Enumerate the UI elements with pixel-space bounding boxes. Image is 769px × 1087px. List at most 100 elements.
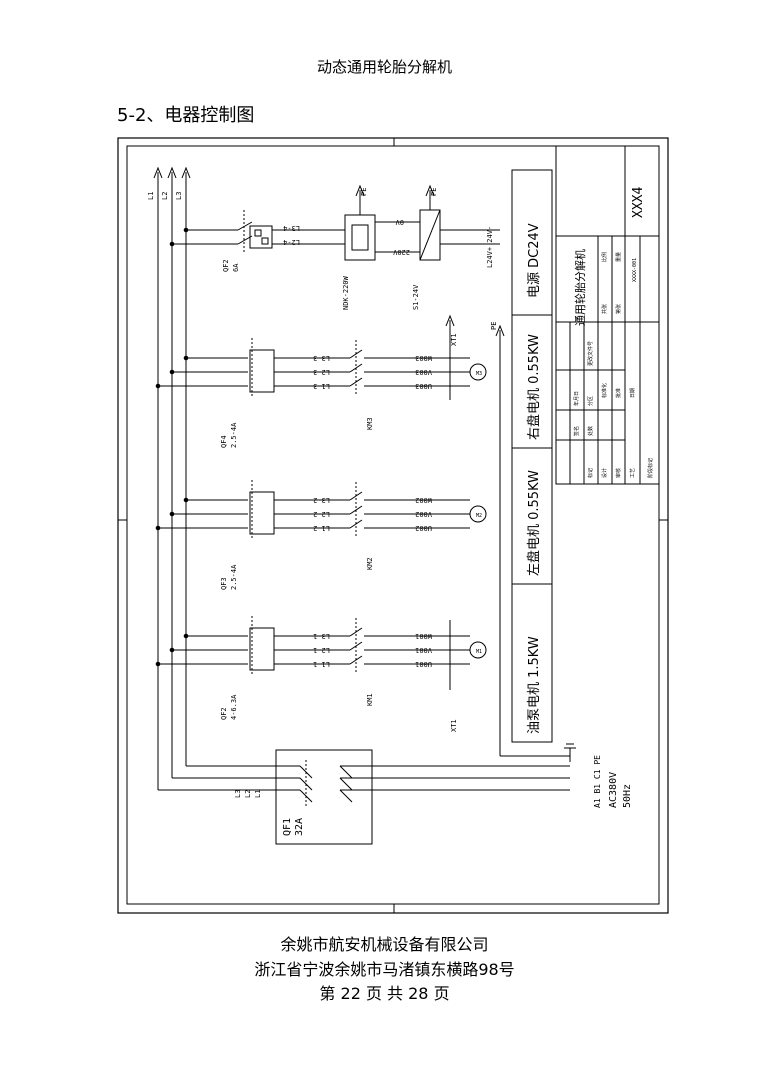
tb-label-7: 比例: [601, 252, 608, 262]
terminal-block-top: XT1: [450, 333, 458, 346]
label-box-power: 电源 DC24V: [527, 223, 542, 298]
inner-frame: [126, 145, 660, 905]
motor-breaker-m2: QF3: [220, 577, 228, 590]
transformer-earth: PE: [360, 188, 368, 196]
tb-label-8: 重量: [615, 252, 622, 262]
psu-model: S1-24V: [412, 284, 420, 310]
tb-label-3: 工艺: [630, 468, 636, 478]
terminal-m3-2: V003: [415, 368, 432, 376]
terminal-m1-3: U001: [415, 660, 432, 668]
tb-label-12: 处数: [587, 426, 594, 436]
motor-m2: M2: [476, 513, 482, 519]
wire-m2-2: L2-2: [313, 510, 330, 518]
tb-label-16: 年月日: [573, 391, 580, 406]
psu-earth: PE: [430, 188, 438, 196]
wire-m1-1: L3-1: [313, 632, 330, 640]
motor-m3: M3: [476, 371, 482, 377]
tb-label-17: 阶段标记: [647, 458, 654, 478]
tb-label-13: 分区: [587, 396, 594, 406]
transformer-output: 220V: [392, 248, 410, 256]
section-title: 5-2、电器控制图: [117, 105, 255, 126]
wire-m1-3: L1-1: [313, 660, 330, 668]
transformer-model: NDK-220W: [342, 275, 350, 310]
tb-label-11: 标记: [587, 468, 594, 478]
terminal-m3-3: U003: [415, 382, 432, 390]
tb-label-15: 签名: [573, 426, 580, 436]
bus-l1-arrow: [153, 166, 163, 179]
footer-address: 浙江省宁波余姚市马渚镇东横路98号: [254, 960, 515, 979]
bus-l3-label: L3: [175, 192, 183, 200]
supply-phases: A1 B1 C1 PE: [593, 755, 602, 808]
psu-outputs: L24V+ 24V-: [486, 226, 494, 268]
terminal-m1-2: V001: [415, 646, 432, 654]
contactor-km2: KM2: [366, 557, 374, 570]
motor-breaker-rating-m2: 2.5-4A: [230, 564, 238, 590]
bus-l2-label: L2: [161, 192, 169, 200]
power-breaker-rating: 6A: [232, 263, 240, 272]
tb-label-5: 批准: [615, 388, 622, 398]
label-box-pump-motor: 油泵电机 1.5KW: [527, 636, 542, 734]
motor-branch-m2: [155, 480, 487, 540]
wire-m2-3: L1-2: [313, 524, 330, 532]
tb-label-4: 标准化: [601, 383, 608, 398]
pe-label: PE: [490, 322, 498, 330]
bus-l1-label: L1: [147, 192, 155, 200]
label-box-left-motor: 左盘电机 0.55KW: [526, 470, 542, 576]
motor-m1: M1: [476, 649, 482, 655]
tb-label-0: XXXX-001: [632, 258, 638, 282]
footer-page-number: 第 22 页 共 28 页: [319, 984, 450, 1003]
xt1-top-arrow: [445, 314, 455, 327]
bus-l3-arrow: [181, 166, 191, 179]
outer-frame: [117, 137, 669, 914]
title-block-code: XXX4: [631, 187, 646, 218]
tb-label-6: 日期: [630, 388, 636, 398]
main-breaker-switch: [158, 743, 576, 808]
main-wire-l1: L1: [254, 790, 262, 798]
main-breaker-box: [275, 749, 373, 845]
main-wire-l3: L3: [234, 790, 242, 798]
wire-m1-2: L2-1: [313, 646, 330, 654]
terminal-m3-1: W003: [415, 354, 432, 362]
pe-arrow: [495, 324, 505, 337]
tb-label-2: 审核: [615, 468, 622, 478]
label-box-right-motor: 右盘电机 0.55KW: [526, 334, 542, 440]
motor-breaker-m1: QF2: [220, 707, 228, 720]
bus-l2-arrow: [167, 166, 177, 179]
main-wire-l2: L2: [244, 790, 252, 798]
motor-branch-m3: [155, 338, 487, 400]
terminal-block-bottom: XT1: [450, 719, 458, 732]
motor-branch-m1: [155, 616, 487, 690]
transformer-zero: 0V: [395, 218, 404, 226]
tb-label-9: 共张: [601, 304, 608, 314]
power-breaker-name: QF2: [222, 259, 230, 272]
tb-label-10: 第张: [615, 304, 622, 314]
title-block-drawing-title: 通用轮胎分解机: [573, 249, 587, 326]
terminal-m1-1: W001: [415, 632, 432, 640]
wire-m2-1: L3-2: [313, 496, 330, 504]
wire-m3-1: L3-3: [313, 354, 330, 362]
motor-breaker-rating-m1: 4-6.3A: [230, 694, 238, 720]
contactor-km3: KM3: [366, 417, 374, 430]
contactor-km1: KM1: [366, 693, 374, 706]
label-box-column: [511, 169, 553, 743]
power-wire-1: L3-4: [283, 224, 300, 232]
title-block: [555, 145, 660, 485]
document-header: 动态通用轮胎分解机: [316, 58, 452, 76]
tb-label-14: 更改文件号: [587, 341, 594, 366]
motor-breaker-rating-m3: 2.5-4A: [230, 422, 238, 448]
motor-breaker-m3: QF4: [220, 435, 228, 448]
supply-voltage: AC380V: [608, 772, 619, 808]
main-breaker-name: QF1: [282, 818, 293, 836]
power-supply-branch: [169, 184, 500, 261]
supply-frequency: 50Hz: [622, 784, 633, 808]
main-breaker-rating: 32A: [294, 818, 305, 836]
wire-m3-2: L2-3: [313, 368, 330, 376]
wire-m3-3: L1-3: [313, 382, 330, 390]
terminal-m2-1: W002: [415, 496, 432, 504]
tb-label-1: 设计: [601, 468, 608, 478]
terminal-m2-2: V002: [415, 510, 432, 518]
power-wire-2: L2-4: [283, 238, 300, 246]
footer-company: 余姚市航安机械设备有限公司: [280, 935, 489, 954]
terminal-m2-3: U002: [415, 524, 432, 532]
